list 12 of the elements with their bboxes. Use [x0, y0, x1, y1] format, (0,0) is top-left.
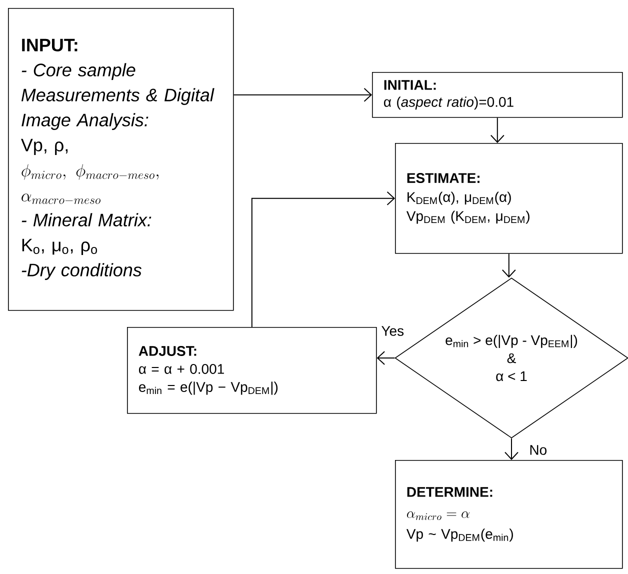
- arrow: [251, 191, 395, 328]
- edge-label: No: [528, 444, 548, 456]
- process-box: ADJUST: α = α + 0.001 e$_{min}$ = e(|Vp − Vp$_{DEM}$|): [127, 327, 377, 414]
- process-box: ESTIMATE: K$_{DEM}$(α), μ$_{DEM}$(α) Vp$_{DEM}$ (K$_{DEM}$, μ$_{DEM}$): [395, 143, 623, 254]
- arrow: [504, 438, 518, 460]
- process-box: DETERMINE: $\alpha_{micro} = \alpha$ Vp ~ Vp$_{DEM}$(e$_{min}$): [395, 460, 623, 569]
- arrow: [502, 253, 516, 278]
- input-box: INPUT: - Core sample Measurements & Digital Image Analysis: Vp, ρ, $\phi_{micro},\ \phi_{macro-meso},$ $\alpha_{macro-meso}$ - Mineral Matrix: K$_{o}$, μ$_{o}$, ρ$_{o}$ -Dry conditions: [8, 8, 234, 311]
- process-box: INITIAL: α (aspect ratio)=0.01: [372, 72, 623, 118]
- arrow: [233, 88, 372, 102]
- arrow: [376, 351, 396, 365]
- arrow: [490, 117, 504, 143]
